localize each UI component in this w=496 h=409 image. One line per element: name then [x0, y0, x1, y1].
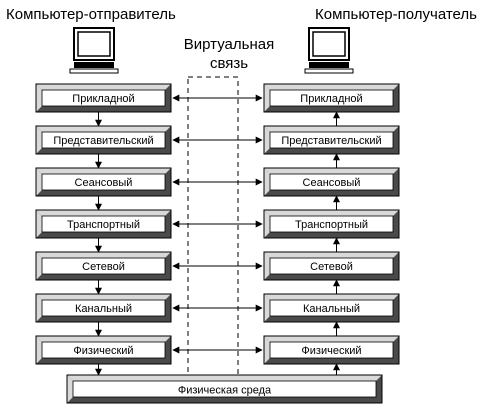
receiver-computer-icon	[304, 27, 354, 74]
sender-layer-box: Сетевой	[35, 251, 172, 281]
receiver-layer-box: Прикладной	[263, 83, 400, 113]
sender-layer-label: Транспортный	[67, 219, 140, 231]
virtual-link-label-line1: Виртуальная	[184, 36, 274, 53]
receiver-layer-label: Прикладной	[300, 93, 362, 105]
sender-layer-label: Прикладной	[72, 93, 134, 105]
sender-layer-box: Представительский	[35, 125, 172, 155]
virtual-link-label-line2: связь	[210, 55, 248, 72]
receiver-layer-box: Представительский	[263, 125, 400, 155]
receiver-layer-box: Канальный	[263, 293, 400, 323]
sender-layer-label: Физический	[73, 345, 133, 357]
sender-layer-box: Транспортный	[35, 209, 172, 239]
physical-medium-label: Физическая среда	[178, 385, 272, 397]
receiver-title: Компьютер-получатель	[315, 6, 477, 23]
sender-layer-box: Сеансовый	[35, 167, 172, 197]
sender-layer-box: Прикладной	[35, 83, 172, 113]
receiver-layer-label: Канальный	[303, 303, 360, 315]
receiver-layer-label: Физический	[301, 345, 361, 357]
physical-medium-box: Физическая среда	[66, 374, 383, 404]
sender-computer-icon	[69, 27, 119, 74]
receiver-layer-box: Транспортный	[263, 209, 400, 239]
sender-layer-label: Сетевой	[82, 261, 125, 273]
receiver-layer-box: Сетевой	[263, 251, 400, 281]
receiver-layer-label: Транспортный	[295, 219, 368, 231]
sender-layer-box: Канальный	[35, 293, 172, 323]
sender-layer-label: Представительский	[53, 135, 153, 147]
sender-layer-box: Физический	[35, 335, 172, 365]
receiver-layer-label: Сеансовый	[303, 177, 361, 189]
receiver-layer-label: Сетевой	[310, 261, 353, 273]
receiver-layer-box: Сеансовый	[263, 167, 400, 197]
sender-layer-label: Канальный	[75, 303, 132, 315]
sender-layer-label: Сеансовый	[75, 177, 133, 189]
virtual-link-frame	[187, 76, 239, 378]
receiver-layer-box: Физический	[263, 335, 400, 365]
sender-title: Компьютер-отправитель	[6, 6, 176, 23]
receiver-layer-label: Представительский	[281, 135, 381, 147]
